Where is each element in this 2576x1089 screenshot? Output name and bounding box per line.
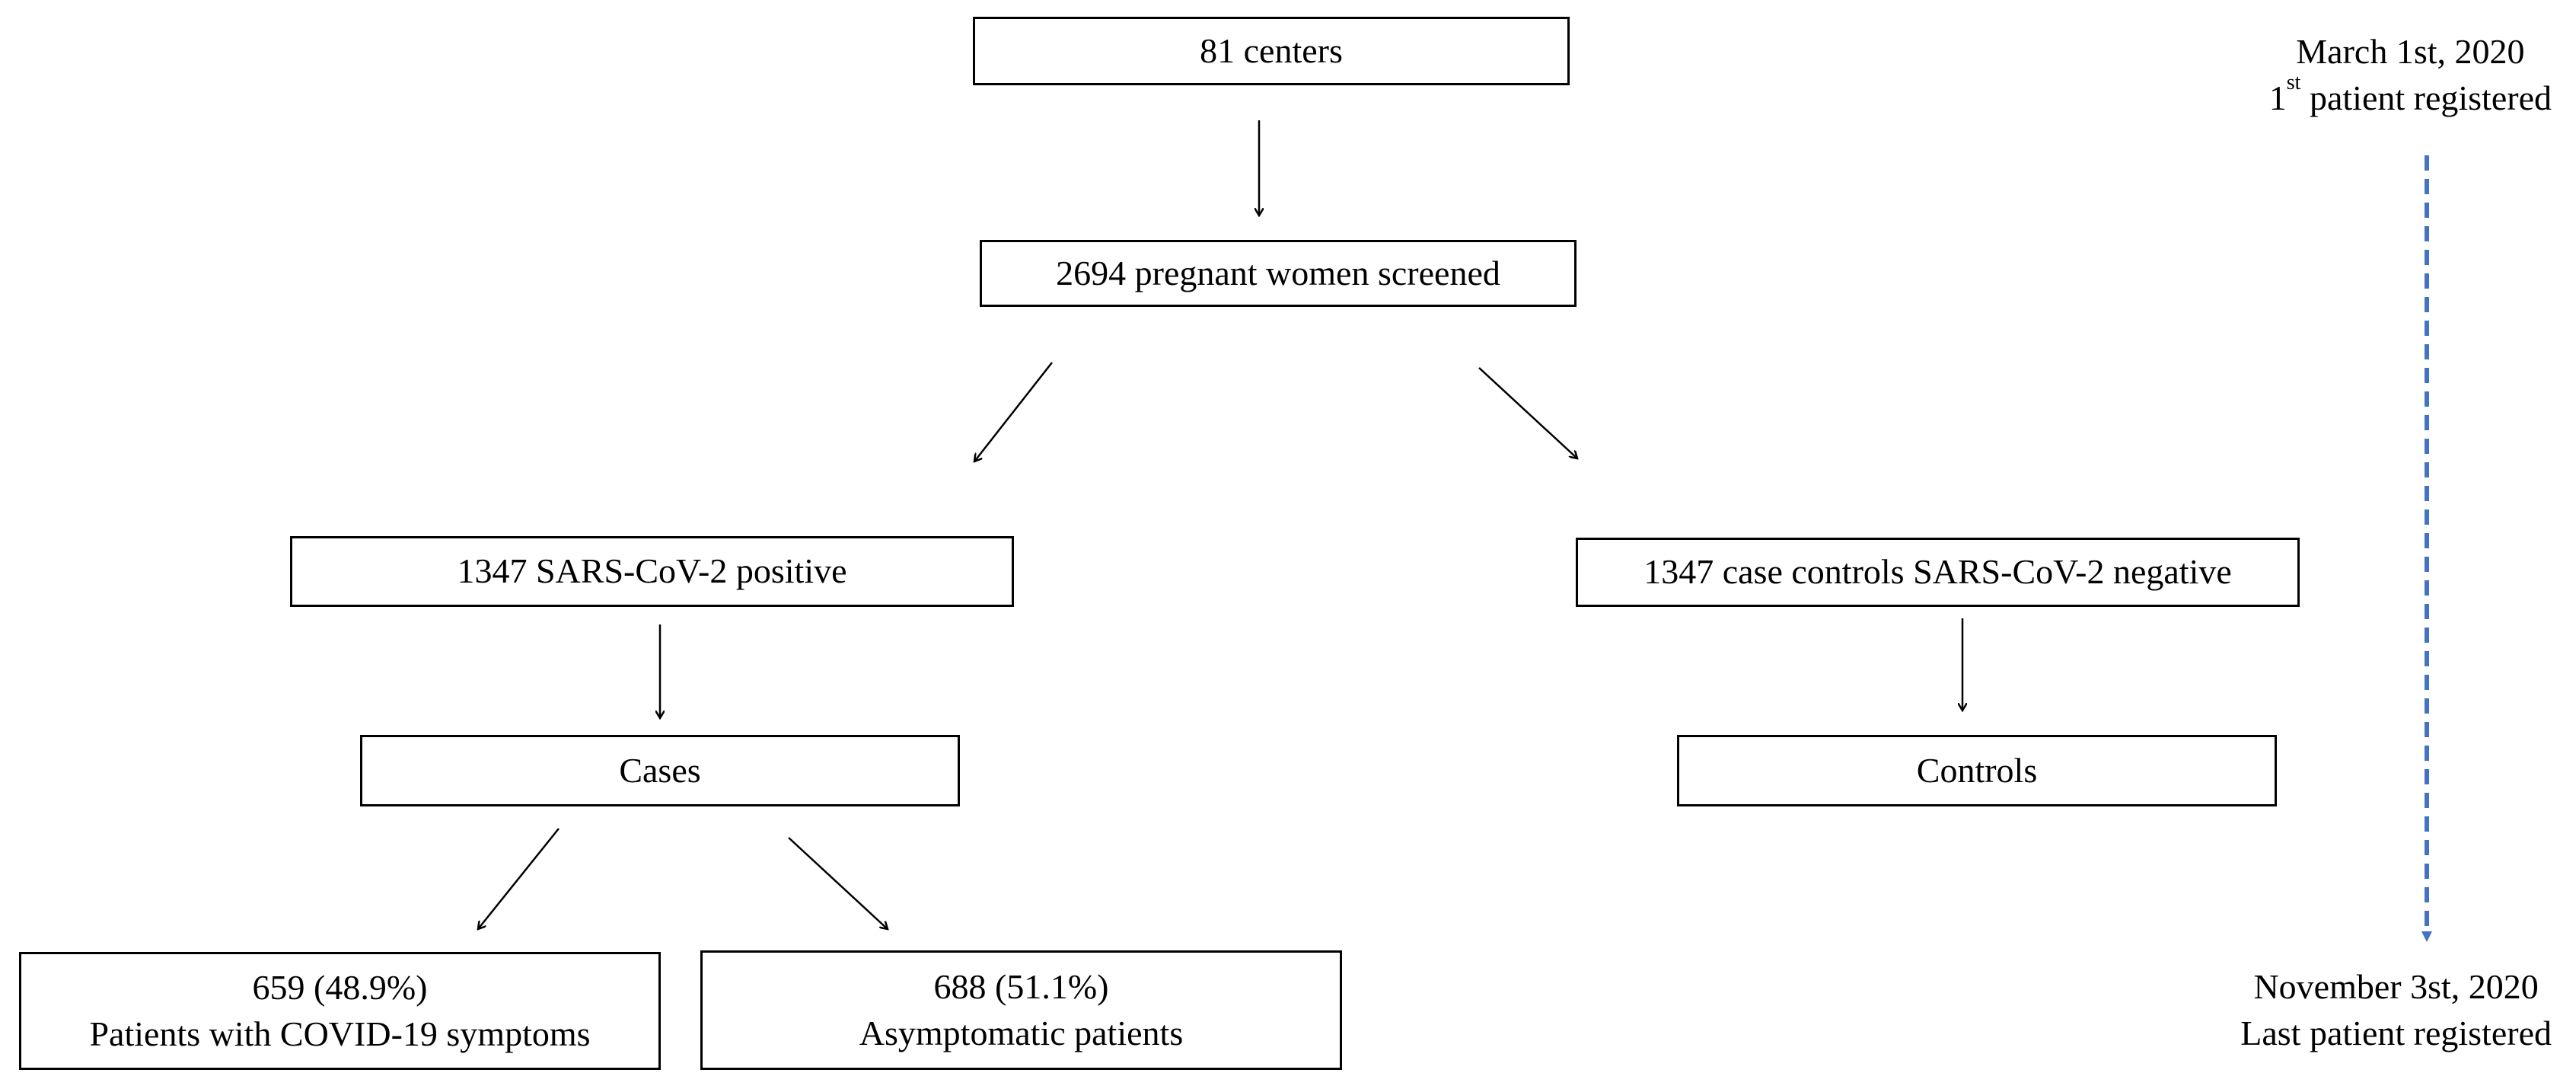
cases-text: Cases [619, 750, 701, 790]
box-symptomatic: 659 (48.9%) Patients with COVID-19 sympt… [19, 952, 661, 1070]
box-centers: 81 centers [973, 17, 1570, 85]
box-cases: Cases [360, 735, 960, 806]
timeline-start: March 1st, 2020 1st patient registered [2269, 29, 2552, 121]
timeline-end-date: November 3st, 2020 [2253, 967, 2539, 1006]
asymptomatic-label: Asymptomatic patients [859, 1013, 1184, 1052]
controls-text: Controls [1916, 750, 2038, 790]
timeline-start-date: March 1st, 2020 [2296, 32, 2525, 71]
box-negative: 1347 case controls SARS-CoV-2 negative [1576, 538, 2300, 607]
box-controls: Controls [1677, 735, 2277, 806]
arrow-cases-to-asymptomatic [788, 837, 888, 929]
asymptomatic-count: 688 (51.1%) [933, 966, 1109, 1006]
arrow-screened-to-negative [1478, 367, 1577, 458]
box-asymptomatic: 688 (51.1%) Asymptomatic patients [700, 950, 1342, 1070]
arrow-screened-to-positive [974, 362, 1053, 461]
box-positive: 1347 SARS-CoV-2 positive [290, 536, 1014, 607]
screened-text: 2694 pregnant women screened [1056, 253, 1500, 292]
box-screened: 2694 pregnant women screened [980, 240, 1577, 307]
arrow-cases-to-symptomatic [478, 828, 560, 929]
centers-text: 81 centers [1200, 30, 1343, 70]
symptomatic-label: Patients with COVID-19 symptoms [89, 1014, 591, 1053]
negative-text: 1347 case controls SARS-CoV-2 negative [1643, 552, 2232, 592]
timeline-end-label: Last patient registered [2240, 1013, 2552, 1052]
positive-text: 1347 SARS-CoV-2 positive [457, 551, 847, 591]
timeline-start-caption: 1st patient registered [2268, 70, 2552, 117]
symptomatic-count: 659 (48.9%) [252, 967, 428, 1007]
timeline-end: November 3st, 2020 Last patient register… [2240, 964, 2552, 1056]
